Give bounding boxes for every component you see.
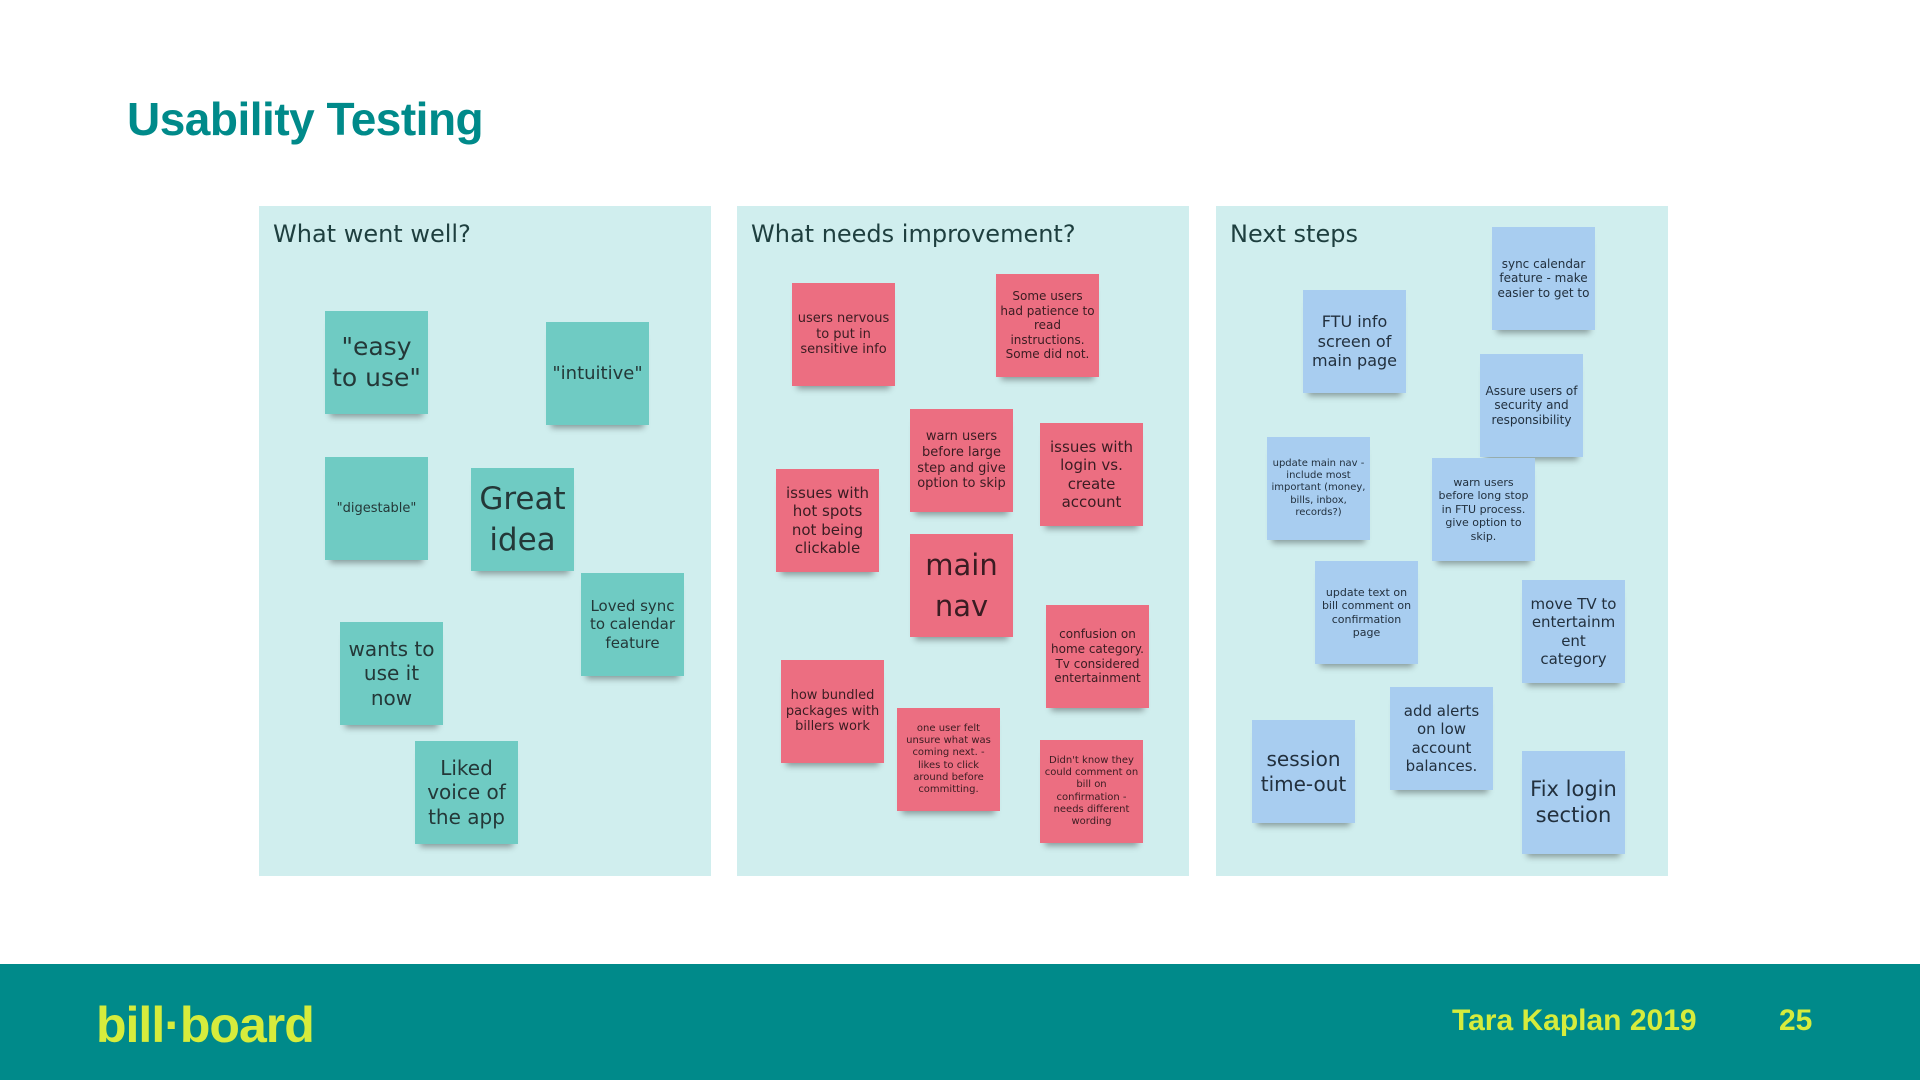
sticky-note: "intuitive": [546, 322, 649, 425]
sticky-note: wants to use it now: [340, 622, 443, 725]
sticky-note: Liked voice of the app: [415, 741, 518, 844]
sticky-note: issues with login vs. create account: [1040, 423, 1143, 526]
board-what-needs-improvement: What needs improvement? users nervous to…: [737, 206, 1189, 876]
sticky-note: Fix login section: [1522, 751, 1625, 854]
sticky-note: warn users before large step and give op…: [910, 409, 1013, 512]
sticky-note: warn users before long stop in FTU proce…: [1432, 458, 1535, 561]
sticky-note: confusion on home category. Tv considere…: [1046, 605, 1149, 708]
board-title: What needs improvement?: [751, 220, 1076, 248]
slide-title: Usability Testing: [127, 93, 484, 145]
sticky-note: one user felt unsure what was coming nex…: [897, 708, 1000, 811]
sticky-note: Didn't know they could comment on bill o…: [1040, 740, 1143, 843]
sticky-note: Assure users of security and responsibil…: [1480, 354, 1583, 457]
sticky-note: session time-out: [1252, 720, 1355, 823]
sticky-note: add alerts on low account balances.: [1390, 687, 1493, 790]
billboard-logo: bill·board: [96, 997, 315, 1053]
sticky-note: Loved sync to calendar feature: [581, 573, 684, 676]
sticky-note: "digestable": [325, 457, 428, 560]
page-number: 25: [1779, 1004, 1813, 1037]
sticky-note: users nervous to put in sensitive info: [792, 283, 895, 386]
sticky-note: Great idea: [471, 468, 574, 571]
board-title: Next steps: [1230, 220, 1358, 248]
sticky-note: update text on bill comment on confirmat…: [1315, 561, 1418, 664]
board-title: What went well?: [273, 220, 471, 248]
board-next-steps: Next steps sync calendar feature - make …: [1216, 206, 1668, 876]
sticky-note: "easy to use": [325, 311, 428, 414]
author-credit: Tara Kaplan 2019: [1452, 1004, 1697, 1037]
sticky-note: how bundled packages with billers work: [781, 660, 884, 763]
footer-bar: bill·board Tara Kaplan 2019 25: [0, 964, 1920, 1080]
sticky-note: update main nav - include most important…: [1267, 437, 1370, 540]
sticky-note: FTU info screen of main page: [1303, 290, 1406, 393]
sticky-note: Some users had patience to read instruct…: [996, 274, 1099, 377]
sticky-note: issues with hot spots not being clickabl…: [776, 469, 879, 572]
sticky-note: sync calendar feature - make easier to g…: [1492, 227, 1595, 330]
sticky-note: main nav: [910, 534, 1013, 637]
board-what-went-well: What went well? "easy to use" "intuitive…: [259, 206, 711, 876]
sticky-note: move TV to entertainm ent category: [1522, 580, 1625, 683]
